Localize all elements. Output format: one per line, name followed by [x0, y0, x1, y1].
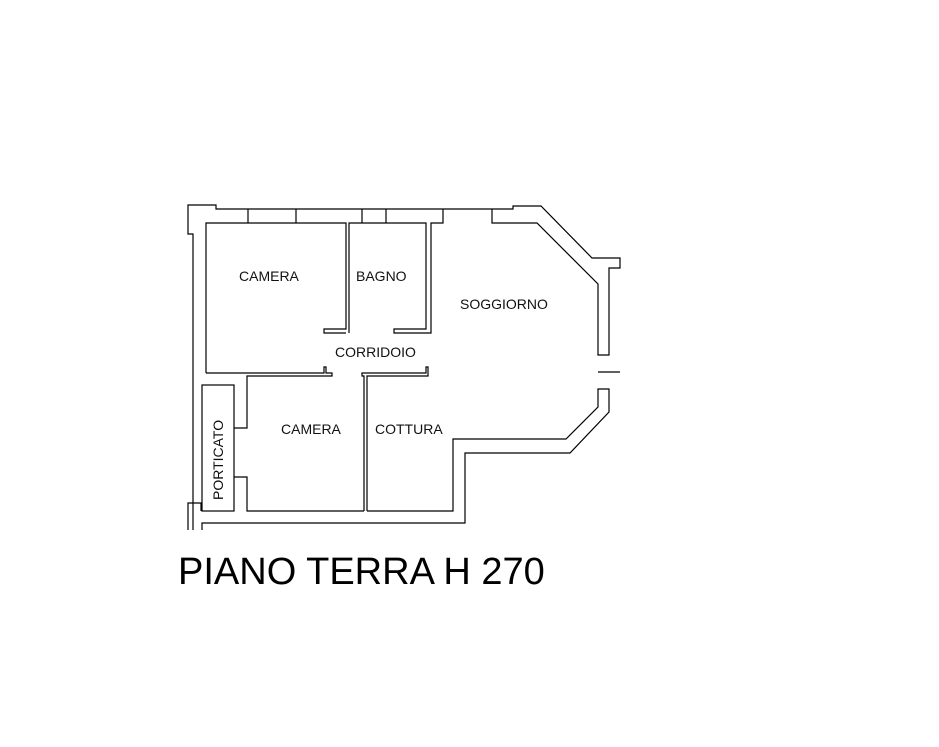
walls [187, 204, 621, 530]
porticato-box [201, 384, 235, 512]
outer-wall-top [187, 204, 621, 530]
room-label-soggiorno: SOGGIORNO [460, 296, 548, 312]
room-label-cottura: COTTURA [375, 421, 443, 437]
room-label-porticato: PORTICATO [210, 420, 226, 500]
room-label-corridoio: CORRIDOIO [335, 344, 416, 360]
corridor-wall-right [361, 366, 429, 511]
plan-title: PIANO TERRA H 270 [178, 551, 545, 593]
corridor-wall-left [206, 366, 333, 429]
camera-wall [201, 388, 610, 530]
window-mullions [247, 209, 387, 223]
room-label-camera: CAMERA [239, 268, 300, 284]
inner-wall-top [205, 209, 444, 373]
room-label-bagno: BAGNO [356, 268, 407, 284]
room-label-camera-2: CAMERA [281, 421, 342, 437]
